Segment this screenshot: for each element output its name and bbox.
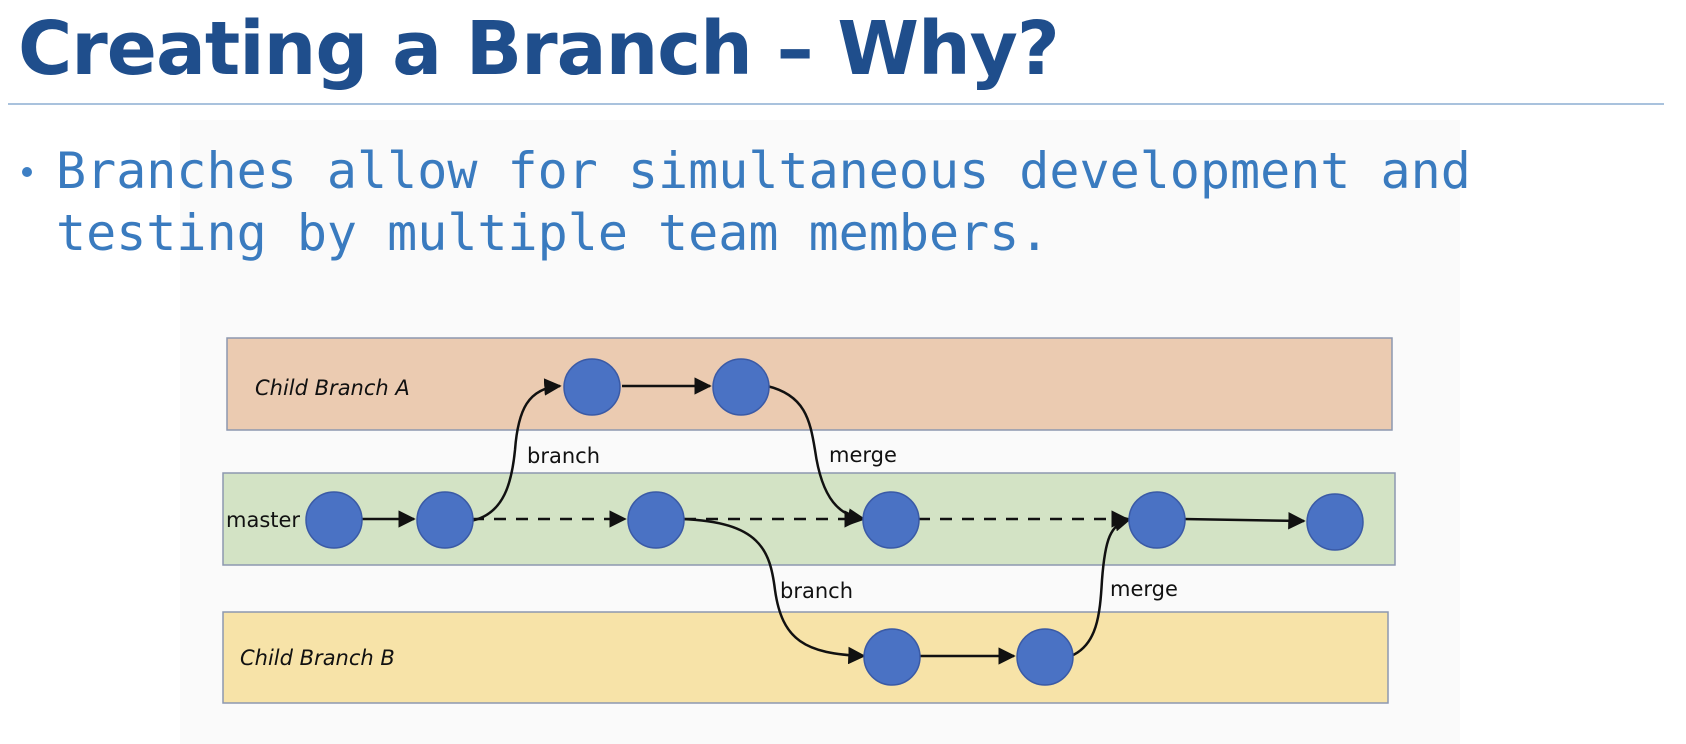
label-merge-a: merge [829,443,897,467]
lane-child-branch-b [222,611,1389,704]
commit-node-master-3 [627,491,685,549]
arrow-master-5-6 [1182,511,1306,530]
slide-title: Creating a Branch – Why? [18,6,1060,92]
commit-node-b-1 [863,628,921,686]
arrow-branch-to-a [469,378,562,523]
label-branch-a: branch [527,444,600,468]
commit-node-a-1 [563,358,621,416]
arrow-branch-to-b [681,517,866,665]
bullet-text: Branches allow for simultaneous developm… [56,140,1666,264]
label-merge-b: merge [1110,577,1178,601]
title-divider [8,103,1664,105]
commit-node-master-4 [862,491,920,549]
commit-node-b-2 [1016,628,1074,686]
commit-node-master-2 [416,491,474,549]
lane-label-master: master [226,508,300,532]
arrow-merge-from-a [766,384,866,526]
label-branch-b: branch [780,579,853,603]
lane-label-child-b: Child Branch B [240,646,395,670]
commit-node-a-2 [712,358,770,416]
commit-node-master-1 [305,491,363,549]
lane-child-branch-a [226,337,1393,431]
bullet-icon [22,167,32,177]
arrow-merge-from-b [1070,514,1132,658]
bullet-line-1: Branches allow for simultaneous developm… [56,142,1471,200]
commit-node-master-6 [1306,493,1364,551]
lane-label-child-a: Child Branch A [255,376,410,400]
commit-node-master-5 [1128,491,1186,549]
bullet-line-2: testing by multiple team members. [56,204,1050,262]
